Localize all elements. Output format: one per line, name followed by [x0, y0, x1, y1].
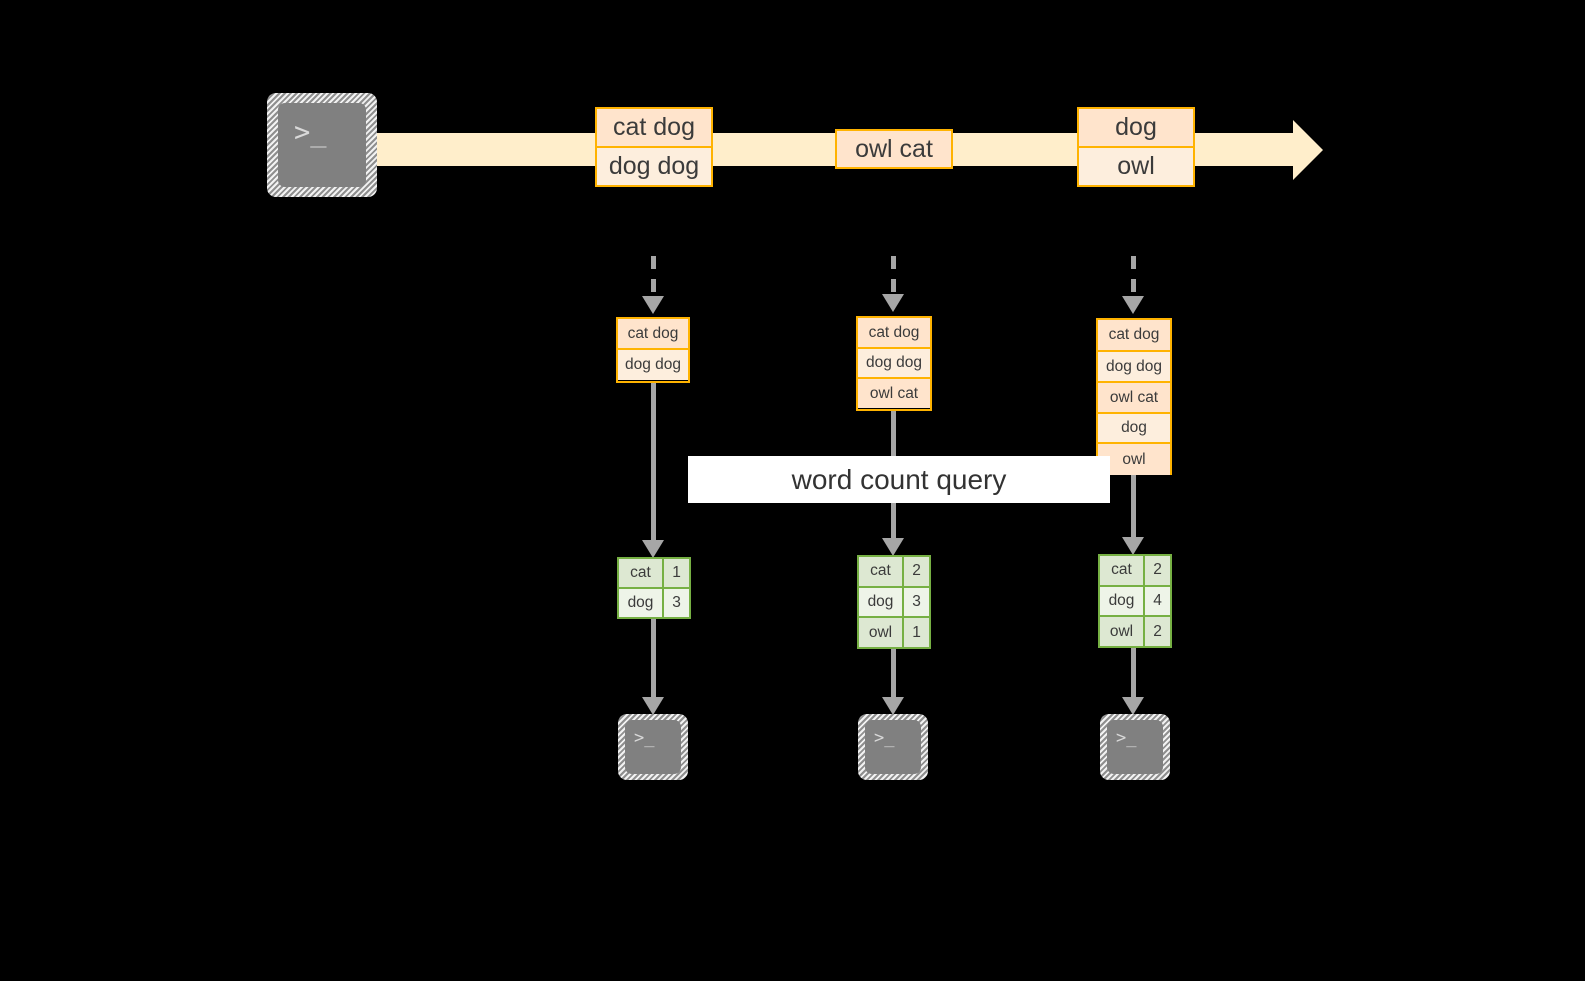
- terminal-prompt-glyph: >_: [634, 728, 655, 748]
- snapshot-row: cat dog: [1098, 320, 1170, 352]
- stream-record-line: dog: [1077, 107, 1195, 148]
- result-word: dog: [619, 589, 664, 617]
- sink-terminal-icon-2[interactable]: >_: [858, 714, 928, 780]
- result-row: owl 2: [1100, 617, 1170, 647]
- stream-arrowhead: [1293, 120, 1323, 180]
- result-word: cat: [859, 557, 904, 586]
- sink-arrow-1-line: [651, 619, 656, 699]
- result-word: owl: [1100, 617, 1145, 647]
- query-arrow-2-head: [882, 538, 904, 556]
- result-row: cat 1: [619, 559, 689, 589]
- query-banner: word count query: [688, 456, 1110, 503]
- source-terminal-icon[interactable]: >_: [267, 93, 377, 197]
- stream-record-line: dog dog: [595, 146, 713, 187]
- snapshot-stack-2: cat dog dog dog owl cat: [856, 316, 932, 411]
- snapshot-row: owl: [1098, 444, 1170, 475]
- result-row: dog 3: [859, 587, 929, 619]
- query-arrow-1-line: [651, 383, 656, 542]
- sink-arrow-2-line: [891, 649, 896, 699]
- sink-arrow-3-line: [1131, 648, 1136, 699]
- terminal-prompt-glyph: >_: [874, 728, 895, 748]
- sink-terminal-icon-1[interactable]: >_: [618, 714, 688, 780]
- terminal-prompt-glyph: >_: [294, 117, 327, 148]
- sink-arrow-2-head: [882, 697, 904, 715]
- result-row: owl 1: [859, 618, 929, 648]
- snapshot-row: owl cat: [1098, 383, 1170, 414]
- query-arrow-3-line: [1131, 475, 1136, 542]
- result-count: 4: [1145, 586, 1170, 616]
- result-word: owl: [859, 618, 904, 648]
- result-count: 2: [904, 557, 929, 586]
- trigger-arrow-1-line: [651, 256, 656, 298]
- terminal-face: [1107, 720, 1163, 774]
- result-table-3: cat 2 dog 4 owl 2: [1098, 554, 1172, 648]
- snapshot-row: dog: [1098, 414, 1170, 444]
- trigger-arrow-2-line: [891, 256, 896, 298]
- result-row: dog 3: [619, 589, 689, 617]
- stream-record-line: owl: [1077, 146, 1195, 187]
- stream-record-line: cat dog: [595, 107, 713, 148]
- sink-arrow-3-head: [1122, 697, 1144, 715]
- result-word: dog: [1100, 586, 1145, 616]
- result-row: cat 2: [1100, 556, 1170, 587]
- trigger-arrow-1-head: [642, 296, 664, 314]
- snapshot-row: dog dog: [858, 349, 930, 379]
- result-row: cat 2: [859, 557, 929, 588]
- query-arrow-1-head: [642, 540, 664, 558]
- result-table-1: cat 1 dog 3: [617, 557, 691, 619]
- result-count: 2: [1145, 556, 1170, 585]
- sink-arrow-1-head: [642, 697, 664, 715]
- result-row: dog 4: [1100, 586, 1170, 618]
- result-count: 3: [904, 587, 929, 617]
- terminal-face: [865, 720, 921, 774]
- result-word: cat: [619, 559, 664, 587]
- snapshot-stack-1: cat dog dog dog: [616, 317, 690, 383]
- trigger-arrow-3-head: [1122, 296, 1144, 314]
- result-count: 3: [664, 589, 689, 617]
- result-count: 1: [664, 559, 689, 587]
- snapshot-row: owl cat: [858, 379, 930, 408]
- snapshot-row: cat dog: [858, 318, 930, 349]
- result-table-2: cat 2 dog 3 owl 1: [857, 555, 931, 649]
- snapshot-row: cat dog: [618, 319, 688, 350]
- trigger-arrow-2-head: [882, 294, 904, 312]
- snapshot-row: dog dog: [1098, 352, 1170, 383]
- stream-record-line: owl cat: [835, 129, 953, 169]
- result-count: 1: [904, 618, 929, 648]
- query-arrow-3-head: [1122, 537, 1144, 555]
- snapshot-stack-3: cat dog dog dog owl cat dog owl: [1096, 318, 1172, 475]
- terminal-face: [625, 720, 681, 774]
- terminal-prompt-glyph: >_: [1116, 728, 1137, 748]
- result-word: dog: [859, 587, 904, 617]
- snapshot-row: dog dog: [618, 350, 688, 380]
- result-count: 2: [1145, 617, 1170, 647]
- trigger-arrow-3-line: [1131, 256, 1136, 298]
- result-word: cat: [1100, 556, 1145, 585]
- query-banner-label: word count query: [791, 463, 1007, 495]
- terminal-face: [278, 103, 366, 187]
- sink-terminal-icon-3[interactable]: >_: [1100, 714, 1170, 780]
